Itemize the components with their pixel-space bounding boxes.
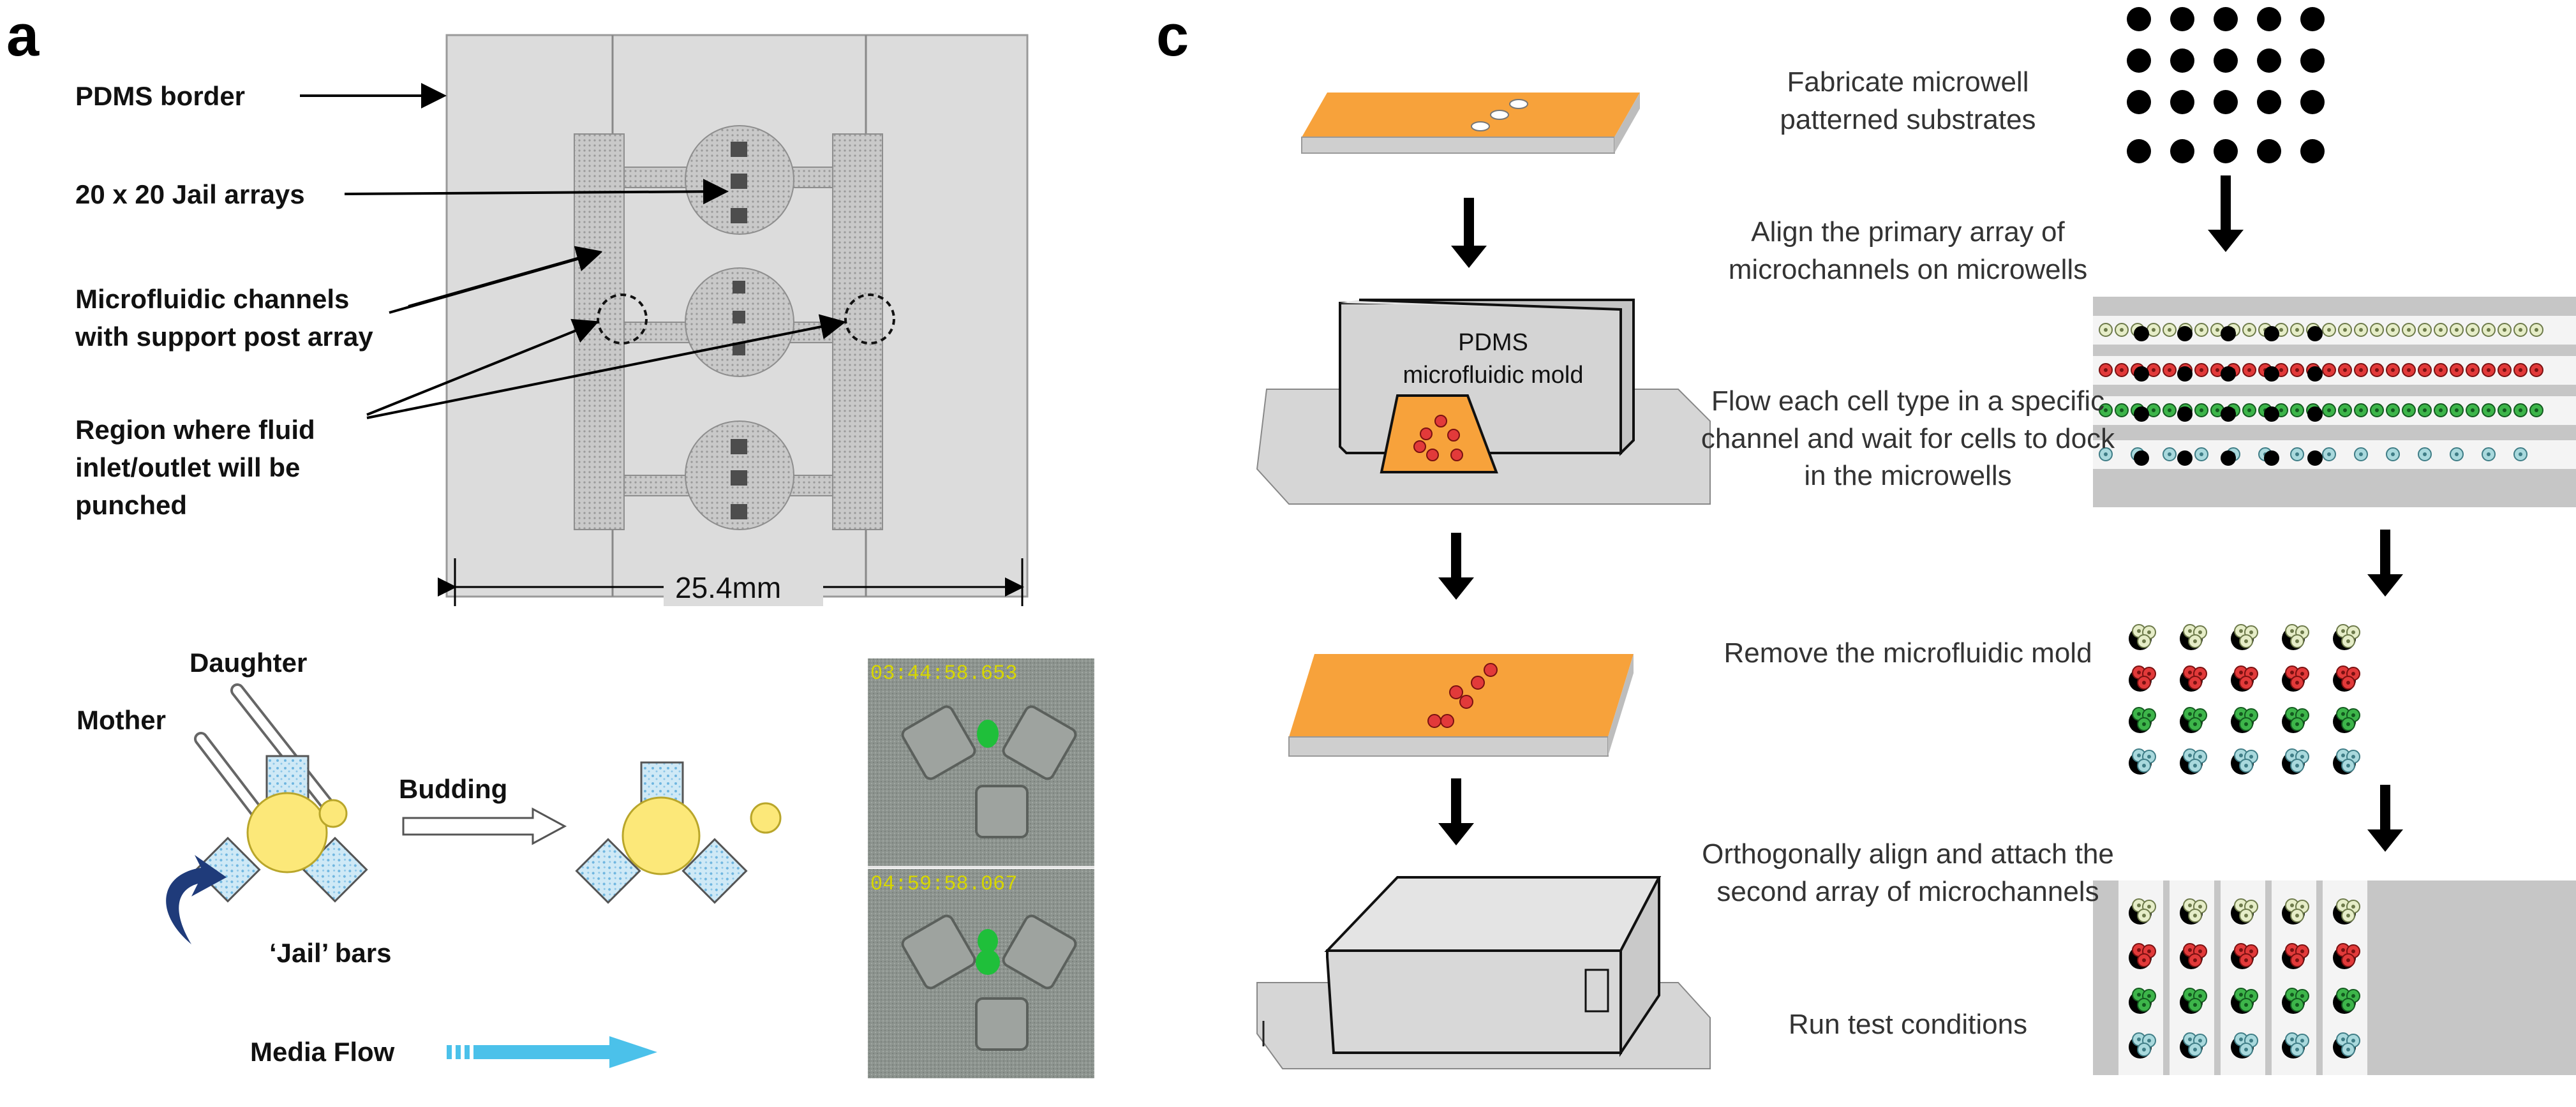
budding-arrow-icon bbox=[402, 807, 567, 845]
daughter-label: Daughter bbox=[190, 648, 308, 678]
daughter-cell-released bbox=[750, 802, 782, 834]
channel-cells bbox=[2099, 323, 2543, 466]
jail-bar-left bbox=[195, 836, 261, 903]
step-2-text: Align the primary array of microchannels… bbox=[1728, 216, 2088, 285]
jail-bars-label: ‘Jail’ bars bbox=[269, 938, 392, 968]
dimension-label: 25.4mm bbox=[675, 571, 782, 604]
jail-arrays bbox=[731, 142, 747, 519]
right-flow-arrows bbox=[2208, 175, 2403, 852]
pdms-mold-label: PDMS microfluidic mold bbox=[1403, 329, 1584, 389]
microfluidic-channels bbox=[574, 125, 883, 530]
microfluidic-channels-label: Microfluidic channels with support post … bbox=[75, 284, 373, 352]
budding-label: Budding bbox=[399, 774, 508, 804]
daughter-cell bbox=[318, 799, 348, 828]
final-cell-clusters bbox=[2129, 898, 2360, 1059]
mother-label: Mother bbox=[77, 705, 166, 735]
step-4-text: Remove the microfluidic mold bbox=[1724, 637, 2092, 669]
step-6-text: Run test conditions bbox=[1788, 1009, 2028, 1040]
jail-bar-left-after bbox=[575, 838, 641, 904]
jail-curved-arrow-icon bbox=[166, 855, 227, 944]
flow-arrows bbox=[1438, 198, 1487, 845]
dimension-label-bg bbox=[664, 568, 823, 606]
mother-cell-after bbox=[622, 796, 701, 875]
step-1-text: Fabricate microwell patterned substrates bbox=[1780, 66, 2036, 135]
mother-cell bbox=[246, 792, 328, 873]
micrograph-timestamp-bottom: 04:59:58.067 bbox=[870, 872, 1018, 896]
panel-label-c: c bbox=[1156, 3, 1189, 68]
panel-label-a: a bbox=[6, 3, 40, 68]
chip-diagram bbox=[300, 34, 1029, 606]
budding-cell-top bbox=[977, 720, 999, 748]
budding-cell-bottom bbox=[978, 929, 998, 953]
bud-bottom bbox=[976, 949, 1000, 975]
budding-schematic bbox=[166, 683, 782, 1068]
jail-arrays-label: 20 x 20 Jail arrays bbox=[75, 179, 305, 209]
media-flow-label: Media Flow bbox=[250, 1037, 395, 1067]
inlet-region-label: Region where fluid inlet/outlet will be … bbox=[75, 415, 315, 520]
micrograph-timestamp-top: 03:44:58.653 bbox=[870, 662, 1018, 685]
micrographs bbox=[868, 658, 1094, 1078]
microwell-dots bbox=[2127, 7, 2325, 163]
process-flow bbox=[1256, 93, 1711, 1069]
docked-cell-clusters bbox=[2129, 624, 2360, 775]
jail-bar-right-after bbox=[681, 838, 748, 904]
label-arrows-a bbox=[300, 83, 846, 419]
step-5-text: Orthogonally align and attach the second… bbox=[1702, 838, 2114, 907]
media-flow-arrow-icon bbox=[447, 1036, 657, 1068]
pdms-border-label: PDMS border bbox=[75, 81, 246, 111]
step-3-text: Flow each cell type in a specific channe… bbox=[1701, 385, 2115, 492]
